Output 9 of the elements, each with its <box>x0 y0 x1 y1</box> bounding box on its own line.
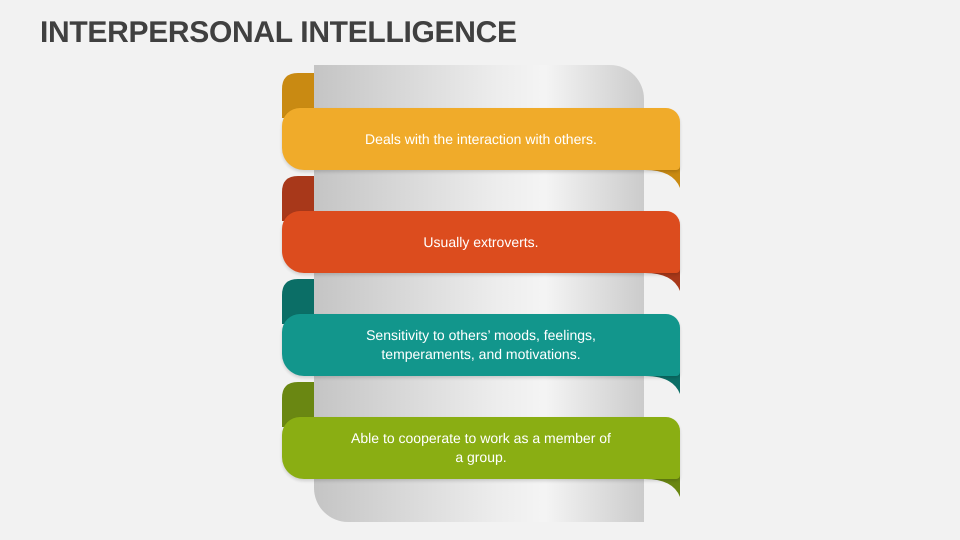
ribbon-band <box>282 417 680 479</box>
title: INTERPERSONAL INTELLIGENCE <box>40 16 517 50</box>
ribbon-band <box>282 314 680 376</box>
ribbon-text: Sensitivity to others’ moods, feelings, temperaments, and motivations. <box>365 326 597 364</box>
ribbon-band <box>282 211 680 273</box>
ribbon-band <box>282 108 680 170</box>
ribbon-text: Able to cooperate to work as a member of a group. <box>350 429 612 467</box>
ribbon-text: Deals with the interaction with others. <box>365 130 597 148</box>
ribbon-text: Usually extroverts. <box>423 232 539 252</box>
